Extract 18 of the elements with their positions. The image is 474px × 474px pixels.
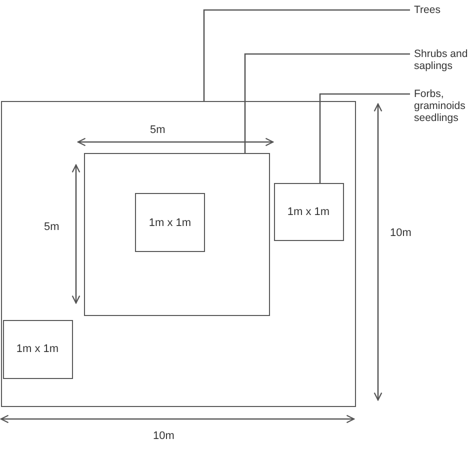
dimension-label: 10m	[153, 430, 174, 442]
plot-square	[1, 101, 356, 407]
vegetation-class-label: Shrubs and saplings	[414, 48, 469, 72]
plot-square	[274, 182, 344, 240]
plot-size-label: 1m x 1m	[148, 216, 192, 228]
vegetation-class-label: Trees	[414, 4, 442, 16]
leader-line	[319, 93, 410, 183]
dimension-label: 10m	[390, 227, 412, 239]
dimension-label: 5m	[150, 124, 166, 136]
plot-size-label: 1m x 1m	[16, 343, 59, 355]
plot-square	[84, 152, 270, 316]
plot-size-label: 1m x 1m	[287, 206, 330, 218]
leader-line	[203, 9, 410, 101]
vegetation-class-label: Forbs, graminoids seedlings	[414, 88, 466, 124]
leader-line	[244, 53, 410, 153]
dimension-label: 5m	[44, 221, 60, 233]
plot-square	[135, 193, 205, 252]
plot-square	[2, 320, 72, 378]
